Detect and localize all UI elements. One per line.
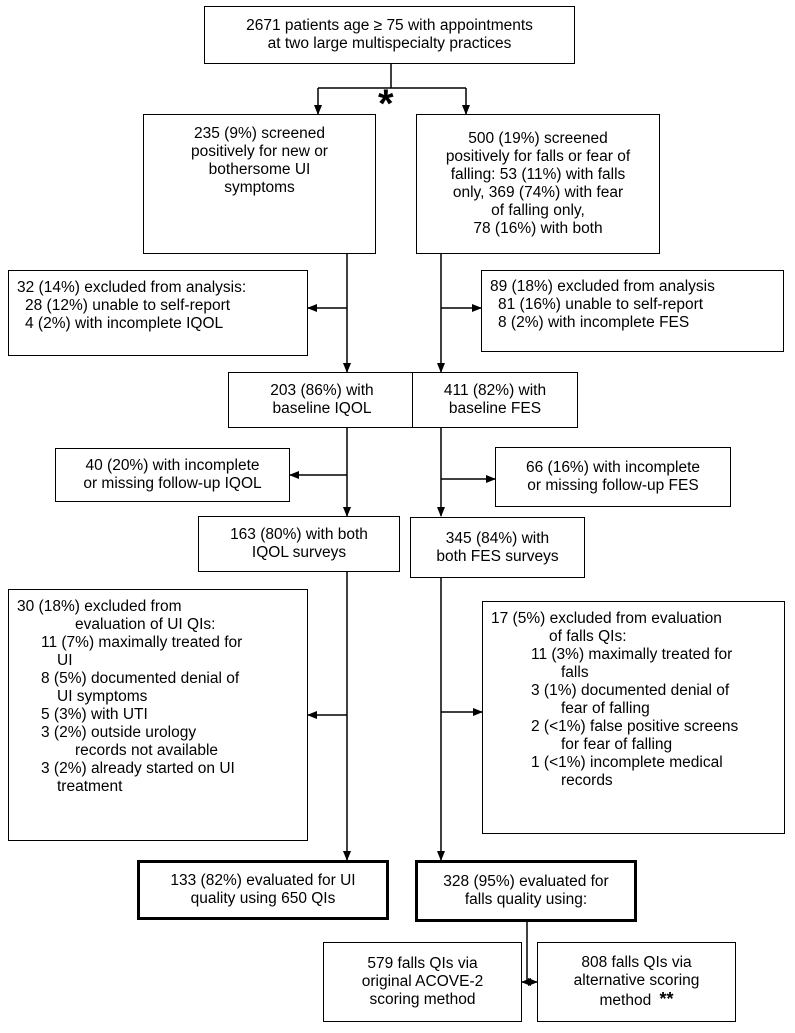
falls-baseline-line-1: 411 (82%) with [443, 382, 547, 399]
falls-evaluated-line-2: falls quality using: [464, 891, 588, 908]
falls-evaluated-line-1: 328 (95%) evaluated for [443, 873, 609, 890]
falls-original-line-1: 579 falls QIs via [367, 955, 478, 972]
ui-baseline-line-1: 203 (86%) with [270, 382, 374, 399]
total-patients-box: 2671 patients age ≥ 75 with appointments… [204, 6, 575, 64]
falls-screened-line-4: only, 369 (74%) with fear [452, 184, 624, 201]
ui-screened-line-3: bothersome UI [208, 161, 311, 178]
falls-alternative-line-3: method ** [599, 990, 673, 1010]
ui-both-line-2: IQOL surveys [251, 544, 347, 561]
ui-qi-excluded-box: 30 (18%) excluded from evaluation of UI … [8, 589, 308, 841]
falls-both-box: 345 (84%) with both FES surveys [410, 517, 585, 578]
falls-alternative-line-2: alternative scoring [573, 972, 700, 989]
ui-excluded-line-2: 28 (12%) unable to self-report [25, 297, 231, 314]
falls-alternative-box: 808 falls QIs via alternative scoring me… [537, 942, 736, 1022]
double-asterisk-note-mark: ** [659, 989, 674, 1009]
ui-evaluated-box: 133 (82%) evaluated for UI quality using… [137, 860, 389, 920]
ui-qi-excluded-line-7: 5 (3%) with UTI [41, 706, 148, 723]
ui-qi-excluded-line-10: 3 (2%) already started on UI [41, 760, 235, 777]
falls-excluded-line-3: 8 (2%) with incomplete FES [498, 314, 690, 331]
falls-evaluated-box: 328 (95%) evaluated for falls quality us… [415, 860, 637, 922]
falls-qi-excluded-line-1: 17 (5%) excluded from evaluation [491, 610, 722, 627]
ui-both-line-1: 163 (80%) with both [230, 526, 368, 543]
ui-baseline-box: 203 (86%) with baseline IQOL [228, 372, 416, 428]
ui-excluded-box: 32 (14%) excluded from analysis: 28 (12%… [8, 270, 308, 356]
falls-screened-box: 500 (19%) screened positively for falls … [416, 114, 660, 254]
falls-screened-line-5: of falling only, [491, 202, 585, 219]
ui-screened-line-1: 235 (9%) screened [194, 125, 325, 142]
ui-screened-box: 235 (9%) screened positively for new or … [143, 114, 376, 254]
falls-qi-excluded-line-6: fear of falling [561, 700, 650, 717]
ui-qi-excluded-line-11: treatment [57, 778, 123, 795]
ui-excluded-line-3: 4 (2%) with incomplete IQOL [25, 315, 224, 332]
ui-excluded-line-1: 32 (14%) excluded from analysis: [17, 279, 247, 296]
falls-baseline-line-2: baseline FES [448, 400, 542, 417]
falls-qi-excluded-line-5: 3 (1%) documented denial of [531, 682, 730, 699]
falls-screened-line-6: 78 (16%) with both [473, 220, 603, 237]
falls-qi-excluded-line-10: records [561, 772, 613, 789]
total-patients-line-1: 2671 patients age ≥ 75 with appointments [246, 17, 533, 34]
falls-alternative-method-text: method [599, 992, 652, 1009]
ui-baseline-line-2: baseline IQOL [272, 400, 372, 417]
falls-screened-line-3: falling: 53 (11%) with falls [450, 166, 626, 183]
ui-screened-line-4: symptoms [224, 179, 295, 196]
falls-qi-excluded-line-3: 11 (3%) maximally treated for [531, 646, 733, 663]
ui-qi-excluded-line-4: UI [57, 652, 73, 669]
falls-original-line-3: scoring method [369, 991, 476, 1008]
falls-original-line-2: original ACOVE-2 [361, 973, 484, 990]
ui-qi-excluded-line-5: 8 (5%) documented denial of [41, 670, 240, 687]
ui-both-box: 163 (80%) with both IQOL surveys [198, 516, 400, 572]
falls-excluded-box: 89 (18%) excluded from analysis 81 (16%)… [481, 270, 784, 352]
total-patients-line-2: at two large multispecialty practices [267, 35, 512, 52]
falls-qi-excluded-line-2: of falls QIs: [549, 628, 627, 645]
falls-qi-excluded-box: 17 (5%) excluded from evaluation of fall… [482, 601, 785, 834]
falls-alternative-line-1: 808 falls QIs via [581, 954, 692, 971]
ui-qi-excluded-line-8: 3 (2%) outside urology [41, 724, 197, 741]
falls-both-line-2: both FES surveys [436, 547, 559, 565]
falls-qi-excluded-line-7: 2 (<1%) false positive screens [531, 718, 739, 735]
ui-qi-excluded-line-6: UI symptoms [57, 688, 148, 705]
falls-excluded-line-1: 89 (18%) excluded from analysis [490, 278, 715, 295]
falls-followup-missing-line-1: 66 (16%) with incomplete [525, 459, 701, 476]
falls-original-box: 579 falls QIs via original ACOVE-2 scori… [323, 942, 522, 1022]
falls-followup-missing-line-2: or missing follow-up FES [527, 477, 699, 494]
ui-followup-missing-line-2: or missing follow-up IQOL [83, 475, 262, 492]
ui-evaluated-line-2: quality using 650 QIs [190, 890, 336, 907]
ui-followup-missing-line-1: 40 (20%) with incomplete [85, 457, 260, 474]
falls-excluded-line-2: 81 (16%) unable to self-report [498, 296, 704, 313]
ui-qi-excluded-line-3: 11 (7%) maximally treated for [41, 634, 243, 651]
falls-screened-line-1: 500 (19%) screened [468, 130, 608, 147]
falls-baseline-box: 411 (82%) with baseline FES [412, 372, 578, 428]
falls-followup-missing-box: 66 (16%) with incomplete or missing foll… [495, 447, 731, 507]
ui-qi-excluded-line-2: evaluation of UI QIs: [75, 616, 216, 633]
falls-qi-excluded-line-9: 1 (<1%) incomplete medical [531, 754, 723, 771]
ui-qi-excluded-line-1: 30 (18%) excluded from [17, 598, 182, 615]
ui-followup-missing-box: 40 (20%) with incomplete or missing foll… [55, 448, 290, 502]
falls-screened-line-2: positively for falls or fear of [445, 148, 631, 165]
split-asterisk: * [378, 82, 394, 126]
ui-qi-excluded-line-9: records not available [75, 742, 219, 759]
falls-qi-excluded-line-4: falls [561, 664, 589, 681]
falls-both-line-1: 345 (84%) with [445, 529, 550, 547]
falls-qi-excluded-line-8: for fear of falling [561, 736, 673, 753]
ui-screened-line-2: positively for new or [191, 143, 328, 160]
ui-evaluated-line-1: 133 (82%) evaluated for UI [170, 872, 356, 889]
